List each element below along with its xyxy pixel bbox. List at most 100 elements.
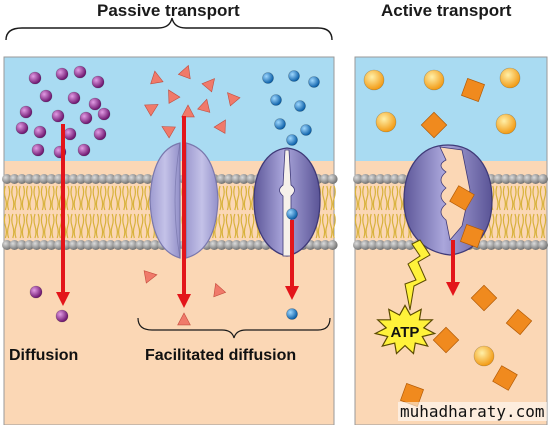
phospholipid-head — [16, 174, 27, 184]
phospholipid-head — [90, 240, 101, 250]
lipid-tail — [240, 185, 247, 211]
phospholipid-head — [83, 174, 94, 184]
diffusing-molecule — [63, 127, 77, 141]
phospholipid-head — [216, 174, 227, 184]
diffusing-molecule — [33, 125, 47, 139]
carrier-solute — [286, 134, 298, 146]
phospholipid-head — [523, 174, 534, 184]
phospholipid-head — [216, 240, 227, 250]
lipid-tail — [48, 213, 55, 239]
lipid-tail — [26, 213, 33, 239]
diffusing-molecule — [67, 91, 81, 105]
phospholipid-head — [2, 174, 12, 184]
phospholipid-head — [382, 174, 393, 184]
active-solute-sphere — [423, 69, 445, 91]
solute-diamond — [420, 111, 448, 139]
lipid-tail — [107, 185, 114, 211]
phospholipid-head — [523, 240, 534, 250]
diffusing-molecule — [28, 71, 42, 85]
phospholipid-head — [224, 240, 234, 250]
phospholipid-head — [105, 174, 116, 184]
lipid-tail — [539, 185, 547, 211]
phospholipid-head — [353, 240, 363, 250]
arrow-head — [446, 282, 460, 296]
phospholipid-head — [508, 174, 519, 184]
lipid-tail — [144, 213, 151, 239]
lipid-tail — [240, 213, 247, 239]
phospholipid-head — [508, 240, 519, 250]
lipid-tail — [18, 213, 25, 239]
phospholipid-head — [375, 174, 386, 184]
lipid-tail — [85, 185, 92, 211]
lipid-tail — [233, 213, 240, 239]
phospholipid-head — [246, 174, 257, 184]
phospholipid-head — [367, 174, 378, 184]
phospholipid-head — [390, 240, 400, 250]
diffusing-molecule — [88, 97, 102, 111]
lipid-tail — [502, 185, 510, 211]
diffusion-label: Diffusion — [9, 347, 79, 364]
phospholipid-head — [31, 174, 42, 184]
lipid-tail — [77, 185, 85, 211]
lipid-tail — [48, 185, 55, 211]
lipid-tail — [369, 213, 376, 239]
solute-diamond — [492, 365, 518, 391]
lipid-tail — [114, 185, 122, 211]
phospholipid-head — [246, 240, 257, 250]
phospholipid-head — [68, 240, 79, 250]
lipid-tail — [517, 185, 524, 211]
phospholipid-head — [367, 240, 378, 250]
solute-triangle — [213, 282, 227, 298]
phospholipid-head — [113, 240, 123, 250]
phospholipid-head — [113, 174, 123, 184]
facilitated-diffusion-label: Facilitated diffusion — [145, 347, 297, 364]
diffusing-molecule — [77, 143, 91, 157]
phospholipid-head — [142, 240, 153, 250]
lipid-tail — [129, 185, 136, 211]
phospholipid-head — [127, 240, 138, 250]
phospholipid-head — [238, 240, 249, 250]
lipid-tail — [233, 185, 240, 211]
molecule-layer — [15, 64, 533, 407]
facilitated-brace — [137, 317, 331, 339]
lipid-tail — [532, 213, 539, 239]
energy-bolt — [404, 239, 431, 311]
phospholipid-head — [98, 174, 109, 184]
solute-triangle — [161, 126, 176, 139]
diffusing-molecule — [73, 65, 87, 79]
solute-triangle — [143, 270, 158, 284]
carrier-solute — [270, 94, 282, 106]
lipid-tail — [100, 185, 107, 211]
phospholipid-head — [404, 240, 415, 250]
lipid-tail — [218, 213, 225, 239]
extracellular-fluid — [4, 57, 334, 161]
diffusing-molecule — [55, 309, 69, 323]
diffusing-molecule — [39, 89, 53, 103]
phospholipid-head — [127, 174, 138, 184]
diffusing-molecule — [51, 109, 65, 123]
phospholipid-head — [46, 240, 57, 250]
lipid-tail — [391, 185, 399, 211]
solute-triangle — [201, 78, 215, 93]
lipid-tail — [391, 213, 399, 239]
phospholipid-head — [530, 174, 541, 184]
phospholipid-head — [360, 174, 371, 184]
phospholipid-head — [24, 240, 35, 250]
solute-triangle — [177, 312, 191, 326]
diffusing-molecule — [29, 285, 43, 299]
phospholipid-head — [120, 240, 131, 250]
diffusing-molecule — [55, 67, 69, 81]
lipid-tail — [33, 213, 40, 239]
carrier-solute — [294, 100, 306, 112]
phospholipid-head — [39, 240, 49, 250]
phospholipid-head — [231, 240, 242, 250]
lipid-tail — [122, 213, 129, 239]
lipid-tail — [532, 185, 539, 211]
phospholipid-head — [397, 174, 408, 184]
phospholipid-head — [253, 240, 264, 250]
phospholipid-head — [135, 174, 146, 184]
active-solute-sphere — [473, 345, 495, 367]
phospholipid-head — [9, 174, 20, 184]
phospholipid-head — [76, 240, 86, 250]
